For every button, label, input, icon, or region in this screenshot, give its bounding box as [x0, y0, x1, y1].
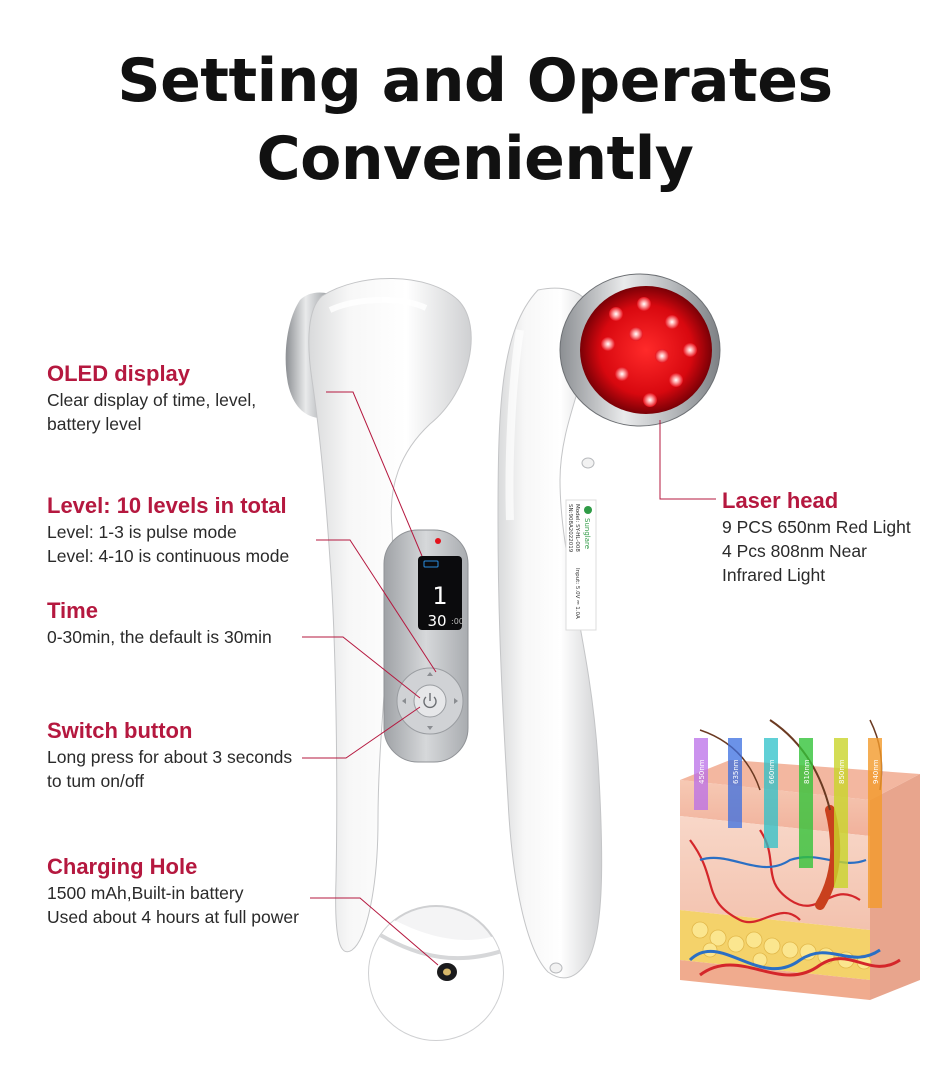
switch-leader — [302, 706, 421, 759]
wavelength-label-850: 850nm — [838, 759, 846, 784]
sticker-model-2: SN:908A2022019 — [567, 504, 573, 553]
right-device: Sunglare Model: SY-HL-008 SN:908A2022019… — [497, 273, 721, 979]
battery-icon — [423, 560, 439, 568]
arrow-right-icon — [454, 698, 458, 704]
beam-660 — [764, 738, 778, 848]
callout-level: Level: 10 levels in total Level: 1-3 is … — [47, 492, 289, 568]
callout-level-title: Level: 10 levels in total — [47, 493, 287, 518]
callout-charging-line-2: Used about 4 hours at full power — [47, 907, 299, 927]
laser-diode — [629, 327, 643, 341]
wavelength-label-810: 810nm — [803, 759, 811, 784]
wavelength-beams — [694, 738, 882, 908]
callout-switch: Switch button Long press for about 3 sec… — [47, 717, 292, 793]
skin-bottom — [680, 960, 870, 1000]
beam-940 — [868, 738, 882, 908]
time-leader — [302, 636, 421, 699]
headline-line-1: Setting and Operates — [117, 46, 833, 116]
callout-charging-line-1: 1500 mAh,Built-in battery — [47, 883, 244, 903]
label-sticker: Sunglare Model: SY-HL-008 SN:908A2022019… — [565, 499, 597, 631]
callout-level-line-2: Level: 4-10 is continuous mode — [47, 546, 290, 566]
callout-time: Time 0-30min, the default is 30min — [47, 597, 272, 649]
sticker-model-1: Model: SY-HL-008 — [574, 504, 580, 552]
side-button — [581, 457, 595, 469]
headline: Setting and Operates Conveniently — [0, 42, 950, 198]
screen-level: 1 — [432, 582, 447, 610]
headline-line-2: Conveniently — [256, 124, 694, 194]
oled-screen — [418, 556, 462, 630]
laser-diodes — [601, 297, 697, 407]
arrow-up-icon — [427, 672, 433, 676]
callout-time-title: Time — [47, 598, 98, 623]
callout-laser-line-2: 4 Pcs 808nm Near — [722, 541, 867, 561]
bottom-port — [549, 962, 563, 974]
beam-850 — [834, 738, 848, 888]
right-device-body — [497, 287, 603, 979]
callout-oled: OLED display Clear display of time, leve… — [47, 360, 256, 436]
screen-minutes: 30 — [427, 612, 446, 630]
screen-seconds: :00 — [451, 617, 464, 626]
power-icon — [423, 693, 437, 709]
callout-laser: Laser head 9 PCS 650nm Red Light 4 Pcs 8… — [722, 487, 911, 587]
laser-leader — [659, 420, 716, 500]
arrow-left-icon — [402, 698, 406, 704]
beam-810 — [799, 738, 813, 868]
wavelength-label-635: 635nm — [732, 759, 740, 784]
callout-laser-line-1: 9 PCS 650nm Red Light — [722, 517, 911, 537]
left-device: 1 30 :00 — [285, 277, 472, 953]
callout-laser-title: Laser head — [722, 488, 839, 513]
laser-diode — [615, 367, 629, 381]
skin-side-face — [870, 774, 920, 1000]
wavelength-label-450: 450nm — [698, 759, 706, 784]
callout-oled-line-2: battery level — [47, 414, 142, 434]
laser-diode — [637, 297, 651, 311]
wavelength-label-660: 660nm — [768, 759, 776, 784]
callout-charging-title: Charging Hole — [47, 854, 198, 879]
skin-diagram: 450nm 635nm 660nm 810nm 850nm 940nm — [680, 719, 920, 1000]
callout-charging: Charging Hole 1500 mAh,Built-in battery … — [47, 853, 299, 929]
laser-diode — [683, 343, 697, 357]
level-leader — [316, 539, 437, 673]
laser-diode — [601, 337, 615, 351]
callout-laser-line-3: Infrared Light — [722, 565, 826, 585]
callout-switch-line-1: Long press for about 3 seconds — [47, 747, 293, 767]
beam-635 — [728, 738, 742, 828]
laser-diode — [609, 307, 623, 321]
laser-diode — [665, 315, 679, 329]
callout-switch-line-2: to tum on/off — [47, 771, 144, 791]
beam-450 — [694, 738, 708, 810]
sticker-brand: Sunglare — [583, 518, 591, 549]
laser-diode — [655, 349, 669, 363]
laser-diode — [643, 393, 657, 407]
wavelength-label-940: 940nm — [872, 759, 880, 784]
power-indicator-icon — [435, 538, 441, 544]
callout-switch-title: Switch button — [47, 718, 193, 743]
blood-vessels — [688, 829, 901, 977]
laser-diode — [669, 373, 683, 387]
callout-oled-title: OLED display — [47, 361, 191, 386]
callout-level-line-1: Level: 1-3 is pulse mode — [47, 522, 237, 542]
oled-leader — [326, 391, 423, 557]
brand-logo-icon — [584, 506, 592, 514]
callout-time-line-1: 0-30min, the default is 30min — [47, 627, 272, 647]
leader-lines — [302, 391, 716, 966]
callout-oled-line-1: Clear display of time, level, — [47, 390, 257, 410]
charging-leader — [310, 897, 439, 966]
charging-hole-zoom — [368, 905, 504, 1041]
arrow-down-icon — [427, 726, 433, 730]
sticker-model-3: Input: 5.0V ⎓ 1.0A — [574, 568, 580, 619]
